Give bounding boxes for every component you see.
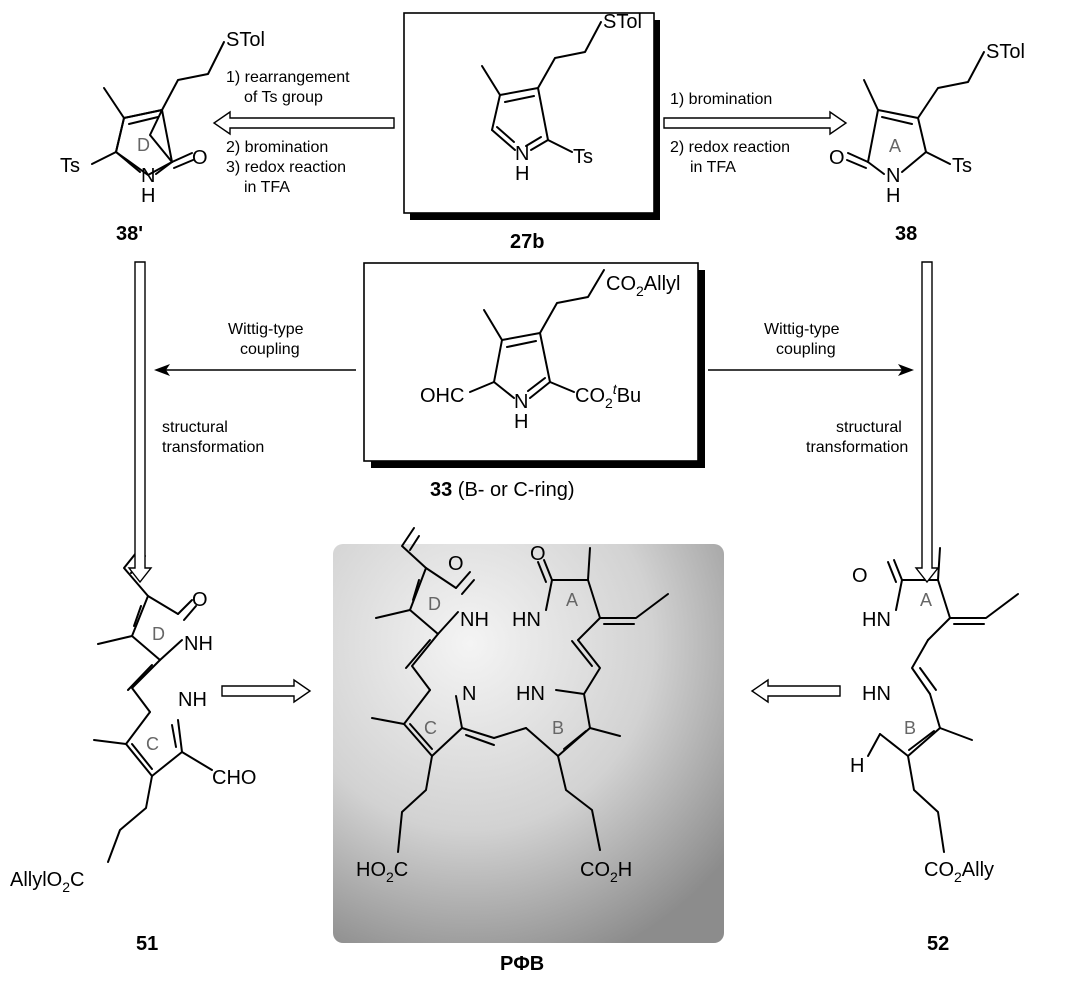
hydrogen-label: H [850,755,864,777]
condition-line: coupling [240,341,300,358]
condition-line: 2) redox reaction [670,139,790,156]
compound-label-51: 51 [136,933,158,955]
box-27b [403,12,660,220]
oxygen-label-d: O [448,553,464,575]
ring-label-b: B [552,718,564,738]
compound-label-38prime: 38' [116,223,143,245]
conditions-left-top: 1) rearrangement of Ts group 2) brominat… [226,69,350,196]
compound-label-27b: 27b [510,231,544,253]
nh-label-d: NH [184,633,213,655]
condition-line: Wittig-type [764,321,840,338]
ring-label-b: B [904,718,916,738]
compound-51: O NH NH CHO AllylO2C D C 51 [10,547,256,955]
compound-label-52: 52 [927,933,949,955]
condition-line: 2) bromination [226,139,328,156]
nitrogen-label: N [514,391,528,413]
hn-label-b: HN [516,683,545,705]
compound-38prime: STol Ts O N H D 38' [60,29,265,245]
conditions-right-coupling: Wittig-type coupling [764,321,840,358]
condition-line: of Ts group [244,89,323,106]
condition-line: in TFA [690,159,736,176]
retro-arrow-38prime-to-51 [127,261,153,584]
condition-line: 3) redox reaction [226,159,346,176]
ring-label-a: A [566,590,578,610]
retro-arrow-52-to-pfb [750,678,841,704]
condition-line: transformation [806,439,908,456]
oxygen-label: O [852,565,868,587]
retro-arrow-51-to-pfb [221,678,312,704]
conditions-right-transform: structural transformation [806,419,908,456]
acid-label-left: HO2C [356,859,408,885]
oxygen-label-a: O [530,543,546,565]
condition-line: 1) rearrangement [226,69,350,86]
ester-label: AllylO2C [10,869,84,895]
conditions-left-coupling: Wittig-type coupling [228,321,304,358]
condition-line: in TFA [244,179,290,196]
stol-label: STol [603,11,642,33]
ester-label: CO2Ally [924,859,994,885]
hn-label-b: HN [862,683,891,705]
compound-label-33: 33 (B- or C-ring) [430,479,574,501]
ring-label-c: C [424,718,437,738]
compound-label-38: 38 [895,223,917,245]
coupling-arrow-left [154,364,356,376]
hydrogen-label: H [886,185,900,207]
hydrogen-label: H [514,411,528,433]
nitrogen-label: N [886,165,900,187]
nitrogen-label: N [515,143,529,165]
nh-label-d: NH [460,609,489,631]
stol-label: STol [226,29,265,51]
hn-label-a: HN [512,609,541,631]
retro-arrow-27b-to-38 [663,110,848,136]
cho-label: CHO [212,767,256,789]
retro-arrow-38-to-52 [914,261,940,584]
ester-tbu-label: CO2tBu [575,381,641,411]
nh-label-c: NH [178,689,207,711]
conditions-right-top: 1) bromination 2) redox reaction in TFA [670,91,790,176]
hn-label-a: HN [862,609,891,631]
compound-38: STol Ts O N H A 38 [829,41,1025,245]
ester-allyl-label: CO2Allyl [606,273,680,299]
stol-label: STol [986,41,1025,63]
ohc-label: OHC [420,385,464,407]
nitrogen-label: N [141,165,155,187]
condition-line: Wittig-type [228,321,304,338]
oxygen-label: O [192,589,208,611]
condition-line: transformation [162,439,264,456]
ring-label-d: D [137,135,150,155]
conditions-left-transform: structural transformation [162,419,264,456]
condition-line: coupling [776,341,836,358]
ts-label: Ts [60,155,80,177]
compound-33: CO2Allyl OHC CO2tBu N H 33 (B- or C-ring… [420,269,680,501]
compound-label-pfb: PΦB [500,953,544,975]
acid-label-right: CO2H [580,859,632,885]
ring-label-a: A [920,590,932,610]
condition-line: structural [162,419,228,436]
hydrogen-label: H [515,163,529,185]
ring-label-a: A [889,136,901,156]
condition-line: structural [836,419,902,436]
ts-label: Ts [952,155,972,177]
n-label-c: N [462,683,476,705]
ring-label-d: D [152,624,165,644]
ring-label-c: C [146,734,159,754]
condition-line: 1) bromination [670,91,772,108]
compound-52: O HN HN H A B CO2Ally 52 [850,547,1019,955]
ts-label: Ts [573,146,593,168]
oxygen-label: O [829,147,845,169]
compound-pfb: O O NH HN N HN D A C B HO2C CO2H PΦB [356,527,669,975]
hydrogen-label: H [141,185,155,207]
oxygen-label: O [192,147,208,169]
coupling-arrow-right [708,364,914,376]
box-33 [363,262,705,468]
compound-27b: STol Ts N H 27b [481,11,642,253]
ring-label-d: D [428,594,441,614]
retro-arrow-27b-to-38prime [212,110,395,136]
